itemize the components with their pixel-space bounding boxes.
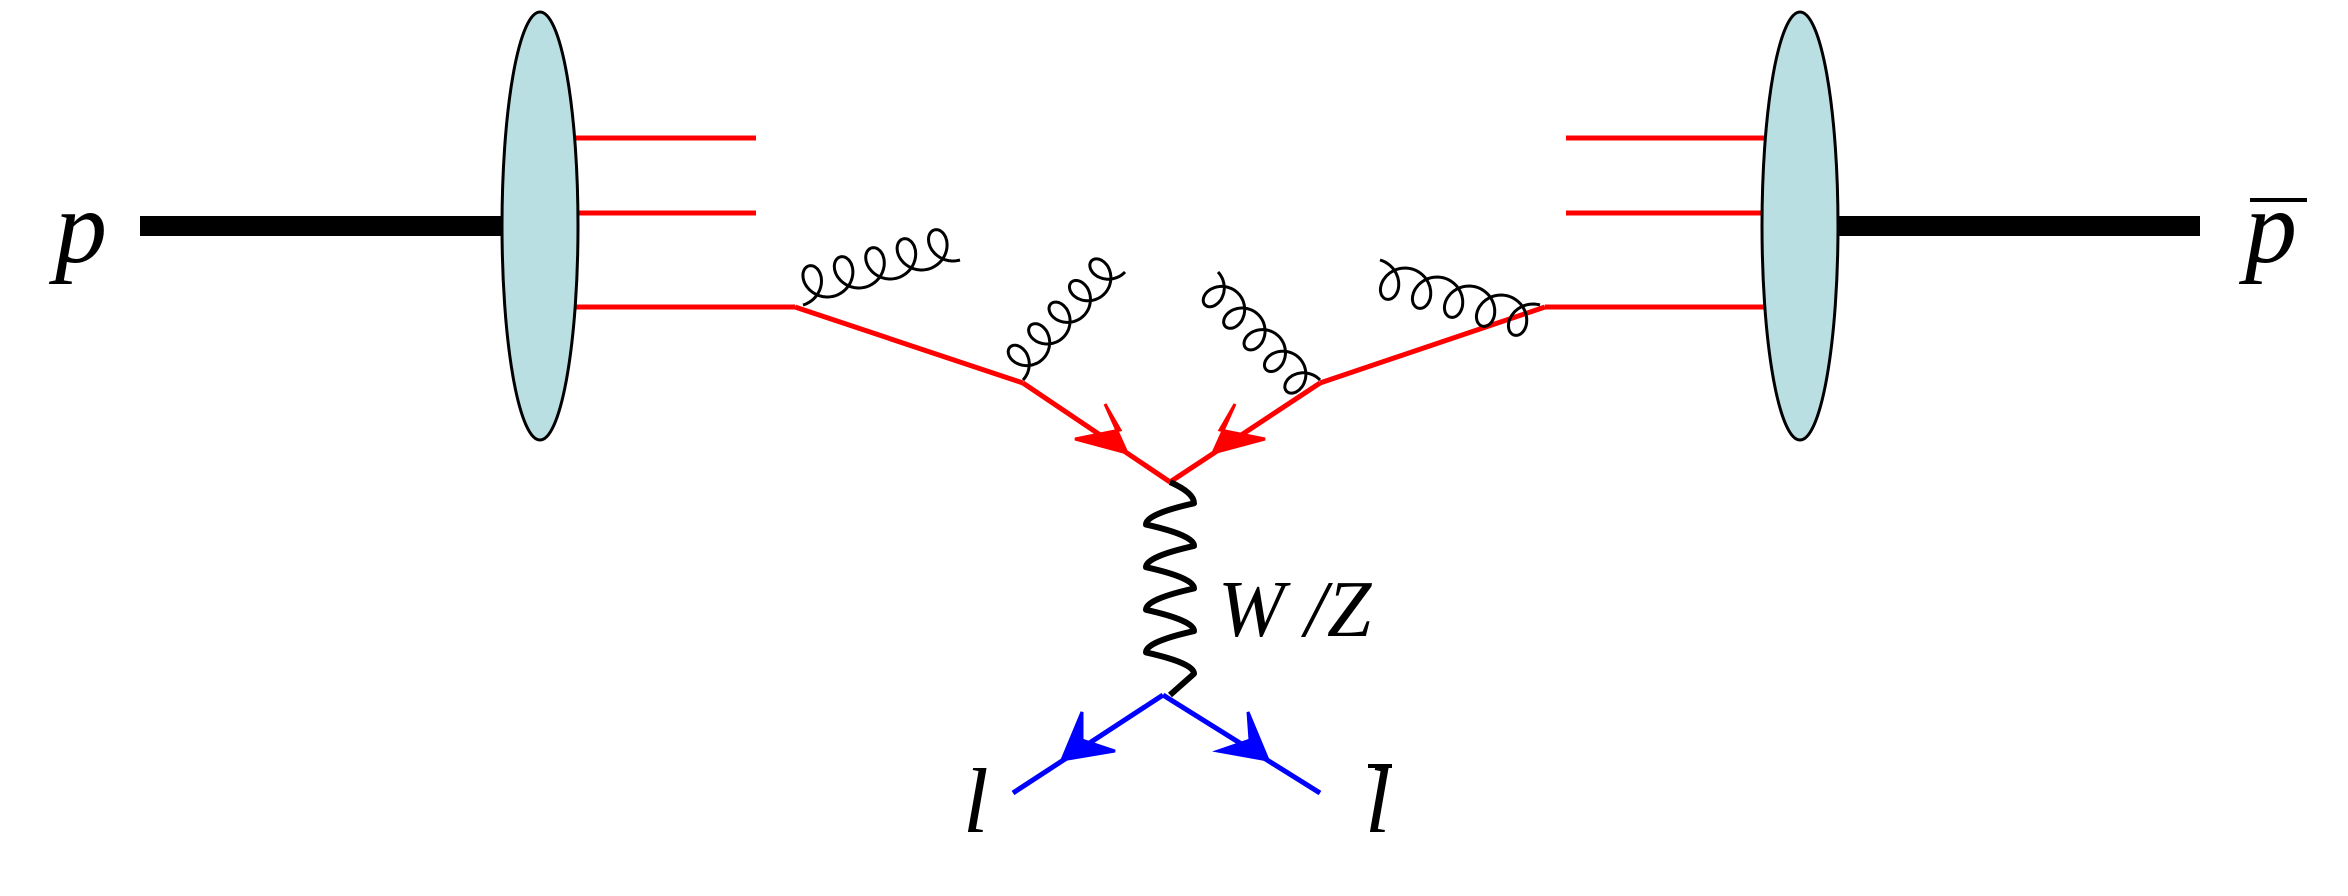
gluon-right-lower [1201, 270, 1322, 395]
proton-label: p [48, 170, 107, 285]
boson-label: W /Z [1218, 566, 1373, 654]
lepton-label: l [963, 750, 989, 852]
quark-left-segment-1 [794, 304, 1024, 386]
antiproton-blob [1760, 10, 1840, 442]
quark-left-segment-2 [1021, 380, 1172, 485]
gluon-left-upper [801, 228, 961, 307]
antilepton-arrow [1212, 711, 1271, 762]
quark-right-arrow [1210, 403, 1266, 456]
gluon-left-lower [1006, 257, 1127, 382]
lepton-arrow [1059, 711, 1116, 762]
proton-blob [500, 10, 580, 442]
antiproton-label: p [2238, 170, 2297, 285]
quark-right-segment-1 [1319, 304, 1546, 386]
quark-right-segment-2 [1168, 380, 1322, 485]
boson-propagator [1143, 479, 1197, 698]
gluon-right-upper [1378, 258, 1541, 337]
quark-left-arrow [1074, 403, 1130, 456]
